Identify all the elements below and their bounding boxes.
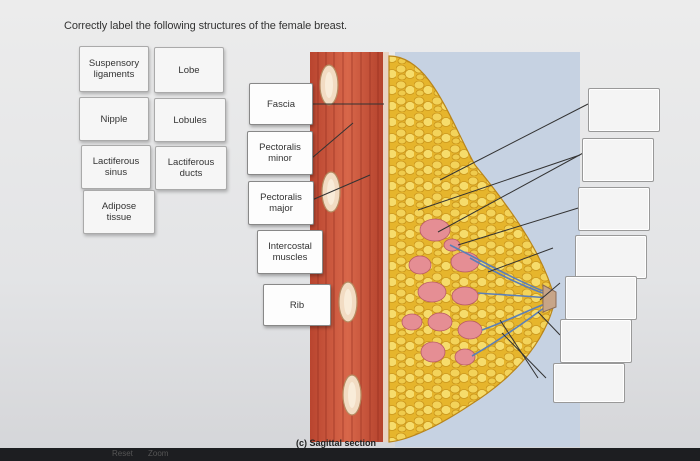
drop-target-2[interactable] xyxy=(582,138,654,182)
word-chip-lobules[interactable]: Lobules xyxy=(154,98,226,142)
word-chip-nipple[interactable]: Nipple xyxy=(79,97,149,141)
word-chip-lactiferous-ducts[interactable]: Lactiferous ducts xyxy=(155,146,227,190)
chip-label: Adipose tissue xyxy=(101,201,137,223)
chip-label: Lactiferous ducts xyxy=(167,157,215,179)
label-pectoralis-minor: Pectoralis minor xyxy=(247,131,313,175)
word-chip-suspensory-ligaments[interactable]: Suspensory ligaments xyxy=(79,46,149,92)
reset-button[interactable]: Reset xyxy=(112,449,133,458)
word-chip-lactiferous-sinus[interactable]: Lactiferous sinus xyxy=(81,145,151,189)
chip-label: Suspensory ligaments xyxy=(88,58,140,80)
chip-label: Lactiferous sinus xyxy=(92,156,140,178)
drop-target-4[interactable] xyxy=(575,235,647,279)
zoom-button[interactable]: Zoom xyxy=(148,449,169,458)
label-rib: Rib xyxy=(263,284,331,326)
drop-target-5[interactable] xyxy=(565,276,637,320)
chip-label: Nipple xyxy=(100,113,128,125)
word-chip-lobe[interactable]: Lobe xyxy=(154,47,224,93)
chip-label: Lobe xyxy=(178,64,200,76)
label-intercostal-muscles: Intercostal muscles xyxy=(257,230,323,274)
label-pectoralis-major: Pectoralis major xyxy=(248,181,314,225)
monitor-bezel xyxy=(0,448,700,461)
label-fascia: Fascia xyxy=(249,83,313,125)
drop-target-7[interactable] xyxy=(553,363,625,403)
drop-target-3[interactable] xyxy=(578,187,650,231)
chip-label: Lobules xyxy=(173,114,207,126)
question-text: Correctly label the following structures… xyxy=(64,20,347,32)
figure-caption: (c) Sagittal section xyxy=(296,438,377,448)
drop-target-6[interactable] xyxy=(560,319,632,363)
word-chip-adipose-tissue[interactable]: Adipose tissue xyxy=(83,190,155,234)
drop-target-1[interactable] xyxy=(588,88,660,132)
